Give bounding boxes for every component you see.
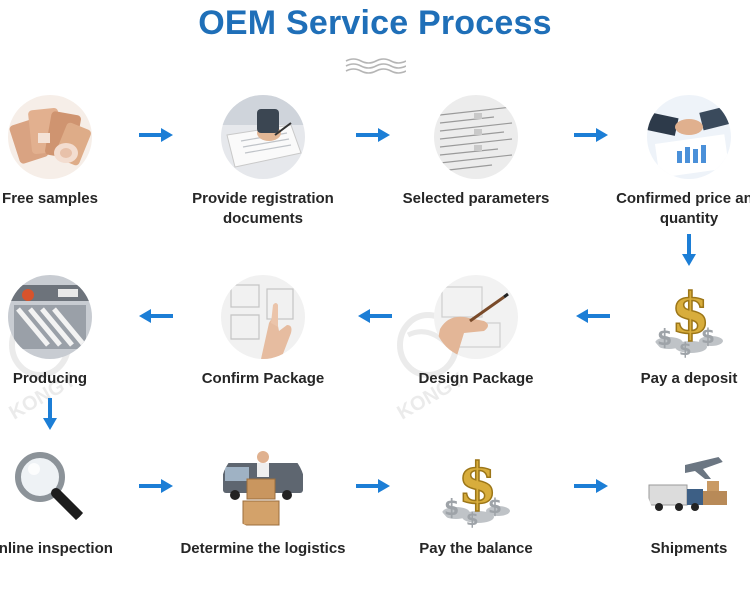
step-registration: Provide registration documents [163, 95, 363, 229]
svg-text:$: $ [444, 496, 459, 521]
wave-divider-icon [345, 58, 406, 74]
svg-text:$: $ [679, 339, 692, 359]
arrow-right-icon [574, 479, 608, 493]
step-label: Shipments [650, 540, 728, 557]
truck-plane-icon [647, 445, 731, 529]
magnifier-icon [8, 445, 92, 529]
step-label: Confirm Package [201, 370, 325, 387]
step-label: Determine the logistics [180, 540, 346, 557]
page-title: OEM Service Process [198, 4, 552, 42]
arrow-right-icon [139, 479, 173, 493]
svg-text:$: $ [671, 281, 710, 347]
step-producing: Producing [0, 275, 150, 389]
step-deposit: $$$ $ Pay a deposit [589, 275, 750, 389]
step-parameters: Selected parameters [376, 95, 576, 209]
arrow-right-icon [356, 479, 390, 493]
step-label: Pay a deposit [640, 370, 738, 387]
bandage-samples-icon [8, 95, 92, 179]
arrow-right-icon [574, 128, 608, 142]
svg-text:$: $ [458, 451, 497, 517]
arrow-left-icon [139, 309, 173, 323]
arrow-left-icon [576, 309, 610, 323]
handshake-icon [647, 95, 731, 179]
step-confirmed-price: Confirmed price and quantity [589, 95, 750, 229]
step-label: Confirmed price and quantity [616, 190, 750, 227]
svg-text:$: $ [657, 326, 672, 351]
hand-sketch-icon [221, 275, 305, 359]
step-label: Online inspection [0, 540, 113, 557]
delivery-boxes-icon [221, 445, 305, 529]
step-label: Design Package [418, 370, 534, 387]
step-confirm-package: Confirm Package [163, 275, 363, 389]
documents-signing-icon [221, 95, 305, 179]
spec-sheet-icon [434, 95, 518, 179]
step-label: Provide registration documents [192, 190, 334, 227]
dollar-coins-icon: $$$ $ [647, 275, 731, 359]
step-label: Selected parameters [402, 190, 550, 207]
step-shipments: Shipments [589, 445, 750, 559]
svg-text:$: $ [701, 324, 715, 348]
step-balance: $$$ $ Pay the balance [376, 445, 576, 559]
arrow-left-icon [358, 309, 392, 323]
step-label: Free samples [2, 190, 98, 207]
step-logistics: Determine the logistics [163, 445, 363, 559]
arrow-right-icon [356, 128, 390, 142]
kongy-watermark-logo: KONGY [394, 312, 469, 424]
svg-text:$: $ [466, 509, 479, 529]
step-label: Producing [12, 370, 88, 387]
step-label: Pay the balance [419, 540, 533, 557]
arrow-right-icon [139, 128, 173, 142]
pen-drawing-icon [434, 275, 518, 359]
dollar-coins-icon: $$$ $ [434, 445, 518, 529]
production-machine-icon [8, 275, 92, 359]
step-design-package: Design Package [376, 275, 576, 389]
arrow-down-icon [682, 234, 696, 266]
step-inspection: Online inspection [0, 445, 150, 559]
arrow-down-icon [43, 398, 57, 430]
svg-text:$: $ [488, 494, 502, 518]
step-free-samples: Free samples [0, 95, 150, 209]
